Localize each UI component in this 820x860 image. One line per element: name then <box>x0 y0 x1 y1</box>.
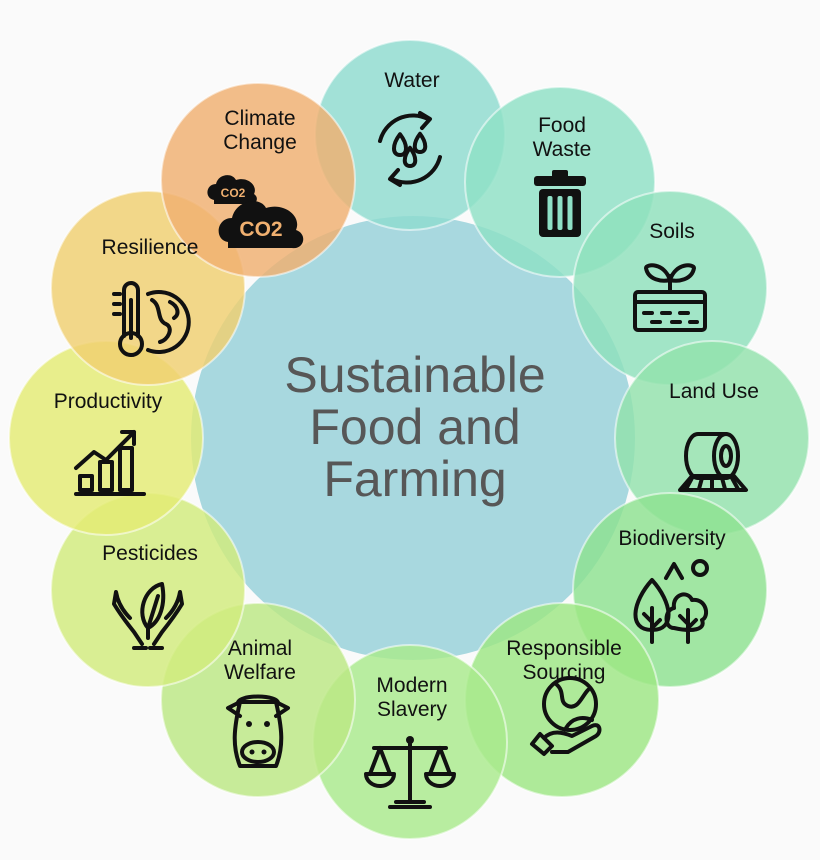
node-label-responsible-sourcing: Responsible <box>506 637 622 660</box>
node-label-land-use: Land Use <box>669 380 759 403</box>
center-title-line: Farming <box>323 451 506 507</box>
scales-icon <box>364 736 456 809</box>
node-label-climate-change: Change <box>223 131 297 154</box>
hand-globe-icon <box>530 676 602 756</box>
node-label-modern-slavery: Slavery <box>377 698 448 721</box>
center-title-line: Food and <box>309 399 520 455</box>
growth-chart-icon <box>74 430 146 496</box>
water-cycle-icon <box>378 111 442 187</box>
node-label-resilience: Resilience <box>102 236 199 259</box>
hands-leaf-icon <box>112 582 184 650</box>
co2-label-large: CO2 <box>239 218 282 241</box>
sprout-soil-icon <box>633 263 707 332</box>
hay-bale-icon <box>678 432 748 492</box>
node-label-animal-welfare: Welfare <box>224 661 296 684</box>
trees-icon <box>633 559 709 644</box>
center-hub <box>191 216 635 660</box>
node-label-climate-change: Climate <box>224 107 295 130</box>
thermometer-globe-icon <box>112 281 191 357</box>
node-circle-climate-change <box>160 82 356 278</box>
co2-label-small: CO2 <box>221 186 246 200</box>
node-label-responsible-sourcing: Sourcing <box>523 661 606 684</box>
node-label-productivity: Productivity <box>54 390 163 413</box>
node-label-food-waste: Waste <box>533 138 592 161</box>
node-label-pesticides: Pesticides <box>102 542 198 565</box>
center-circle <box>191 216 635 660</box>
center-title-line: Sustainable <box>284 347 545 403</box>
node-label-biodiversity: Biodiversity <box>618 527 726 550</box>
node-label-modern-slavery: Modern <box>376 674 447 697</box>
node-label-water: Water <box>384 69 439 92</box>
node-label-soils: Soils <box>649 220 695 243</box>
cow-icon <box>226 694 290 768</box>
node-label-food-waste: Food <box>538 114 586 137</box>
trash-can-icon <box>534 170 586 237</box>
node-label-animal-welfare: Animal <box>228 637 292 660</box>
